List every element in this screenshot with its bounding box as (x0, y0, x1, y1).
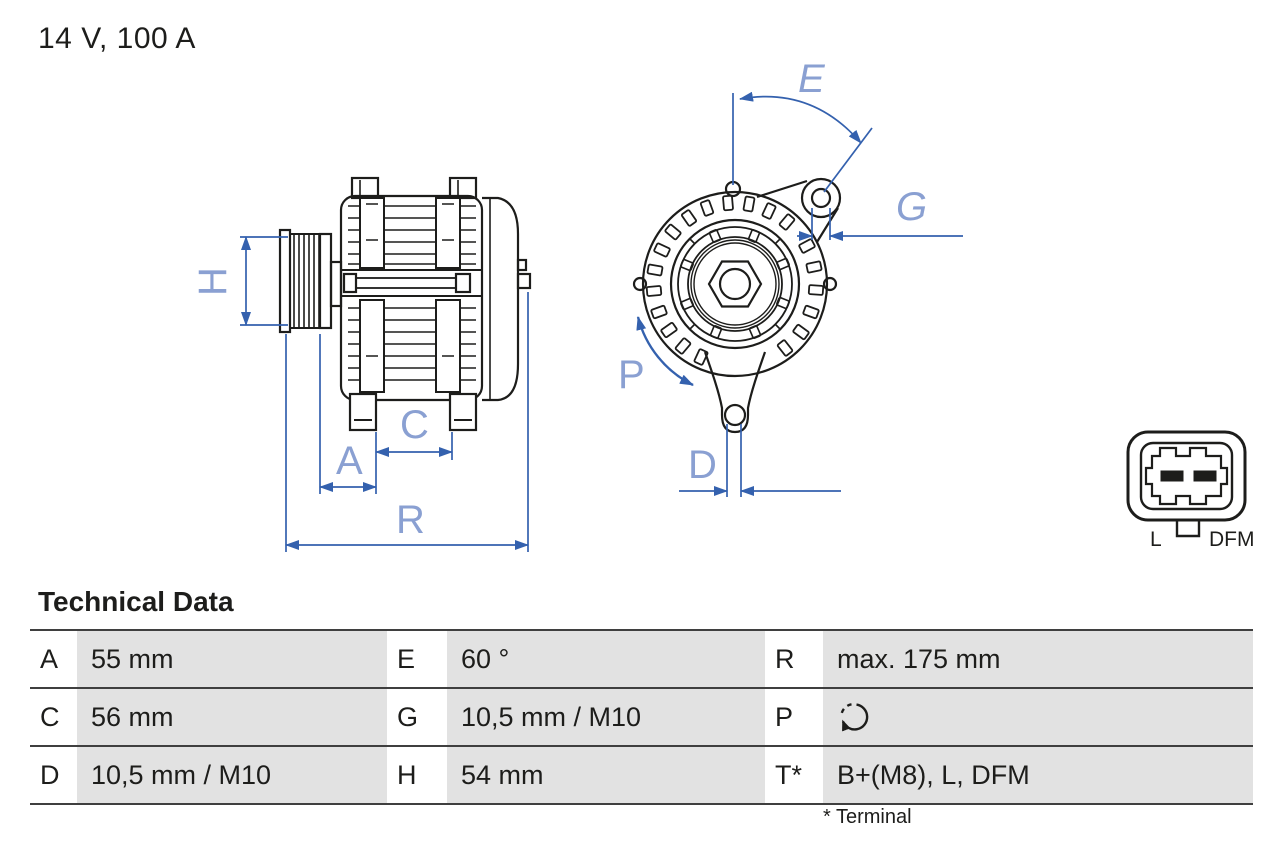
tech-label-cell: A (30, 631, 77, 687)
tech-value-cell (823, 689, 1253, 745)
dim-label-g: G (896, 185, 927, 229)
vent-slots (645, 194, 825, 366)
tech-value-cell: B+(M8), L, DFM (823, 747, 1253, 803)
side-view-dimensions (240, 236, 529, 552)
pin-slot-left (1160, 470, 1184, 482)
technical-data-heading: Technical Data (38, 586, 234, 617)
right-nub (822, 276, 838, 292)
table-row: A 55 mm E 60 ° R max. 175 mm (30, 631, 1253, 689)
tech-value-cell: 54 mm (447, 747, 765, 803)
dim-label-a: A (336, 439, 363, 483)
housing (339, 176, 484, 402)
tech-label-cell: R (765, 631, 823, 687)
tech-value-cell: max. 175 mm (823, 631, 1253, 687)
dim-label-d: D (688, 443, 717, 487)
left-nub (632, 276, 648, 292)
tech-label-cell: G (387, 689, 447, 745)
side-view-drawing (278, 176, 532, 432)
pulley (278, 228, 333, 334)
front-view-drawing (632, 177, 842, 434)
tech-value-cell: 10,5 mm / M10 (447, 689, 765, 745)
inner-slots (680, 229, 790, 339)
tech-value-cell: 56 mm (77, 689, 387, 745)
tech-label-cell: C (30, 689, 77, 745)
terminal-footnote: * Terminal (823, 806, 912, 828)
alternator-technical-drawing: H A C R (191, 57, 1255, 552)
page-title: 14 V, 100 A (38, 22, 196, 55)
rotation-direction-icon (840, 703, 869, 732)
table-row: D 10,5 mm / M10 H 54 mm T* B+(M8), L, DF… (30, 747, 1253, 805)
tech-value-cell: 60 ° (447, 631, 765, 687)
rear-cover (482, 196, 532, 402)
dim-label-p: P (618, 353, 645, 397)
front-view-dimensions (636, 91, 963, 497)
tech-value-cell: 55 mm (77, 631, 387, 687)
connector-tab (1175, 520, 1201, 538)
shaft-bracket (329, 260, 343, 308)
connector-label-dfm: DFM (1209, 528, 1255, 551)
dim-label-c: C (400, 403, 429, 447)
technical-data-table: A 55 mm E 60 ° R max. 175 mm C 56 mm G 1… (30, 629, 1253, 805)
dim-label-h: H (191, 267, 235, 296)
tech-label-cell: T* (765, 747, 823, 803)
dim-label-r: R (396, 498, 425, 542)
tech-label-cell: P (765, 689, 823, 745)
dim-label-e: E (798, 57, 826, 101)
mounting-feet (348, 392, 478, 432)
tech-value-cell: 10,5 mm / M10 (77, 747, 387, 803)
tech-label-cell: H (387, 747, 447, 803)
tech-label-cell: E (387, 631, 447, 687)
table-row: C 56 mm G 10,5 mm / M10 P (30, 689, 1253, 747)
tech-label-cell: D (30, 747, 77, 803)
connector-drawing (1126, 430, 1247, 538)
bottom-lug (703, 351, 767, 434)
top-right-lug (756, 177, 842, 243)
connector-label-l: L (1150, 528, 1162, 551)
pin-slot-right (1193, 470, 1217, 482)
